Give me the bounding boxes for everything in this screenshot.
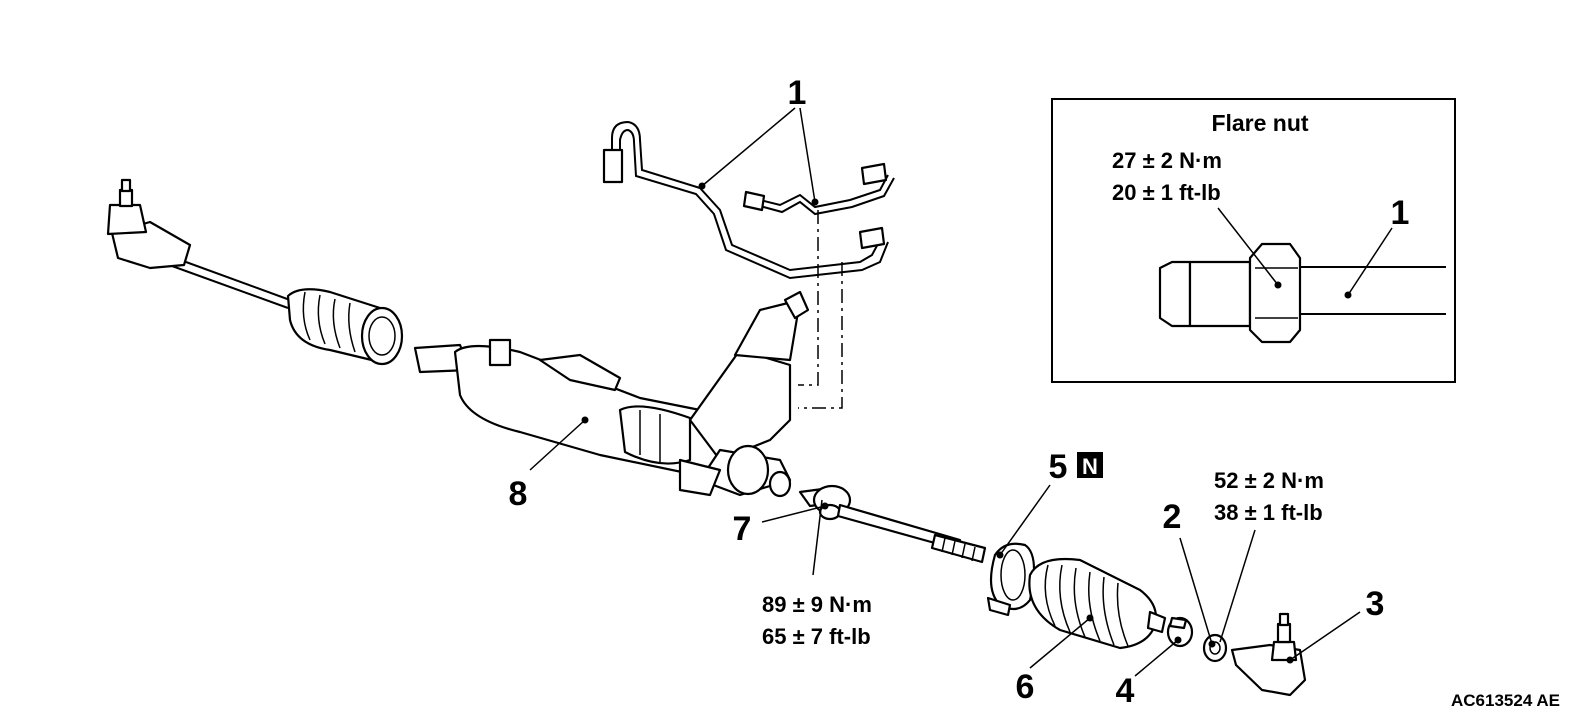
callout-6: 6 xyxy=(1016,668,1035,706)
inset-torque-nm: 27 ± 2 N·m xyxy=(1112,148,1222,173)
callout-3: 3 xyxy=(1366,585,1385,623)
new-part-badge-letter: N xyxy=(1082,454,1098,479)
leader-dots xyxy=(581,182,1294,664)
new-part-badge xyxy=(1077,452,1103,478)
tie-rod-end xyxy=(1230,612,1307,697)
callout-5: 5 xyxy=(1049,448,1068,486)
clip xyxy=(986,542,1036,617)
inner-tie-rod xyxy=(798,484,987,564)
callout-7: 7 xyxy=(733,510,752,548)
callout-8: 8 xyxy=(509,475,528,513)
callout-4: 4 xyxy=(1116,672,1135,710)
leader-lines xyxy=(529,107,1361,677)
gear-housing xyxy=(413,290,810,498)
band xyxy=(1166,616,1194,648)
callout-2: 2 xyxy=(1163,498,1182,536)
left-tie-rod-assembly xyxy=(106,178,404,366)
tie-rod-end-torque-ftlb: 38 ± 1 ft-lb xyxy=(1214,500,1323,525)
lock-nut xyxy=(1202,633,1228,663)
reference-code: AC613524 AE xyxy=(1451,691,1560,710)
tie-rod-torque-ftlb: 65 ± 7 ft-lb xyxy=(762,624,871,649)
inset-title: Flare nut xyxy=(1211,110,1308,136)
bellows xyxy=(1028,557,1167,650)
callout-1-lines: 1 xyxy=(788,74,807,112)
pressure-lines xyxy=(602,120,895,409)
tie-rod-end-torque-nm: 52 ± 2 N·m xyxy=(1214,468,1324,493)
inset-torque-ftlb: 20 ± 1 ft-lb xyxy=(1112,180,1221,205)
callout-1-inset: 1 xyxy=(1391,194,1410,232)
tie-rod-torque-nm: 89 ± 9 N·m xyxy=(762,592,872,617)
flare-nut-inset xyxy=(1051,98,1456,383)
